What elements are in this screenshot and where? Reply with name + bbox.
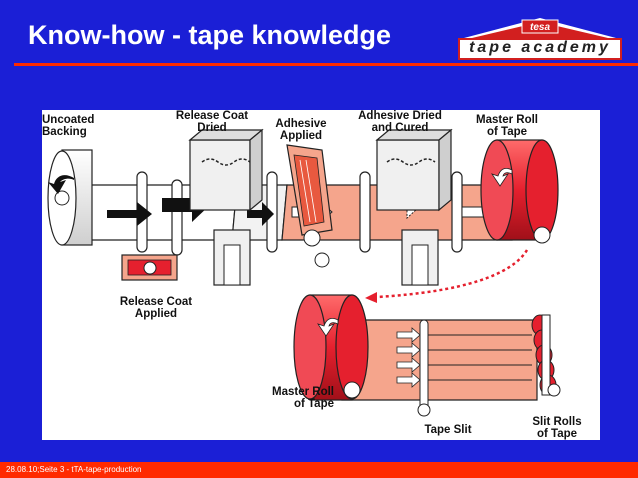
adhesive-dryer [375,128,453,286]
footer-text: 28.08.10;Seite 3 - tTA-tape-production [6,465,142,474]
release-coat-dryer [188,128,264,286]
transfer-arrow [376,249,529,299]
production-diagram-graphic [47,128,561,417]
title-divider [14,63,638,66]
uncoated-backing-roll [47,149,93,246]
slit-lines [427,334,532,381]
slitter-bar [419,319,429,416]
logo-brand-text: tesa [530,22,550,33]
footer-bar [0,462,638,478]
slide-title: Know-how - tape knowledge [28,20,391,50]
label-tape-slit: Tape Slit [424,424,472,436]
release-coat-applicator [121,254,178,281]
logo-roof-icon: tesa [464,18,616,38]
slitter-knob [417,403,431,417]
slit-roll-end [547,383,561,397]
transfer-arrow-head [365,292,377,303]
slit-arrows [396,327,421,388]
logo-band [458,38,622,60]
master-roll-bottom [293,294,369,401]
master-roll-top [480,139,559,244]
logo-tagline: tape academy [469,39,611,56]
adhesive-applicator [286,144,333,268]
tesa-tape-academy-logo: tesa tape academy [458,14,622,60]
slit-roll-core [541,314,551,396]
web-slit-section [341,319,538,401]
